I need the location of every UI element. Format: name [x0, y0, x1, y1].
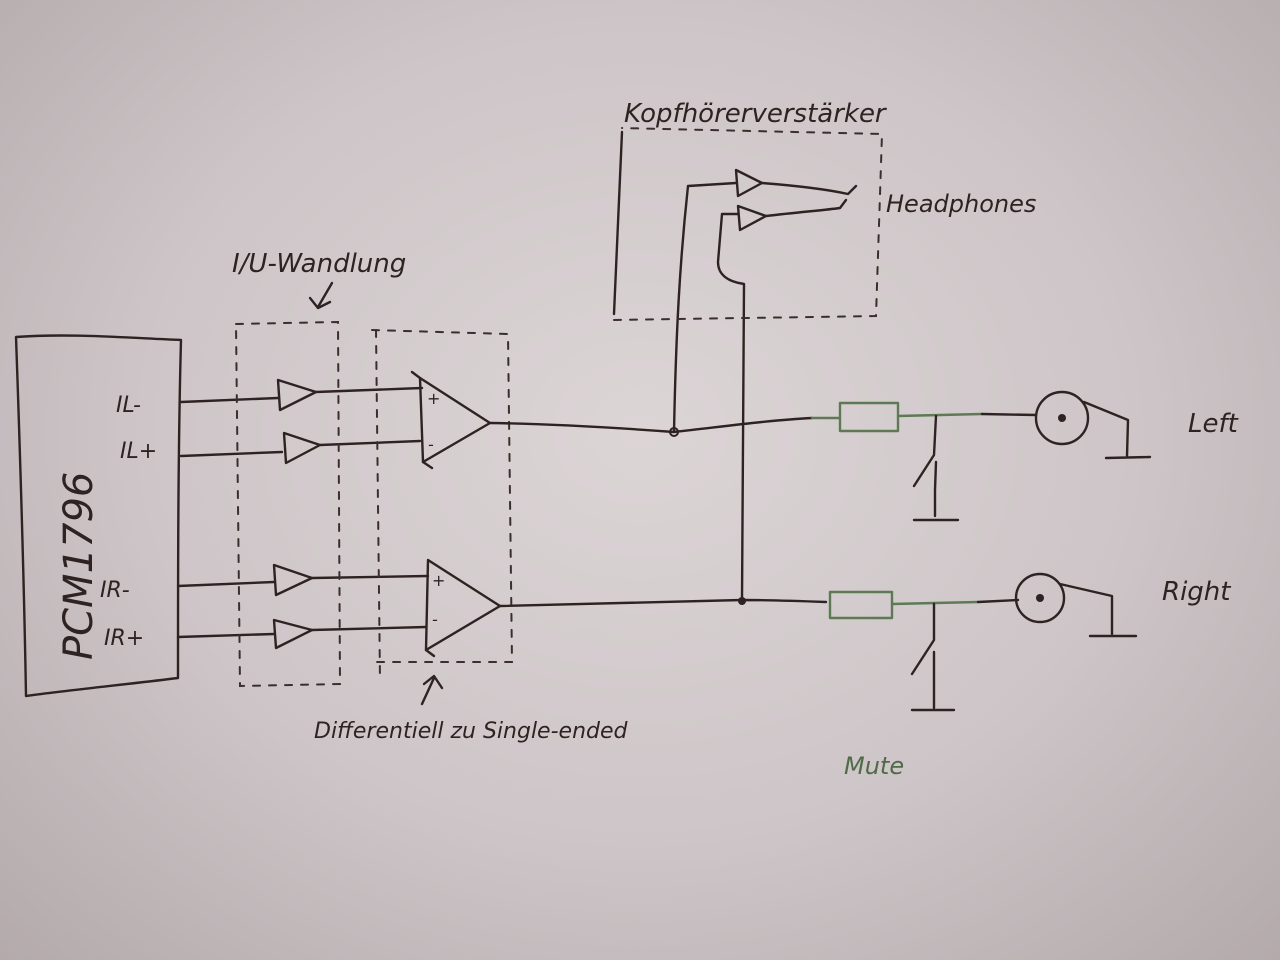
- output-right-label: Right: [1162, 577, 1231, 607]
- wire-buf-to-diff-r-plus: [310, 574, 430, 580]
- hp-amp-right: [736, 204, 768, 232]
- hp-out-left: [760, 181, 858, 196]
- wire-right-main: [498, 598, 828, 608]
- wire-left-green-out: [896, 412, 984, 418]
- jack-right-outer: [1014, 572, 1066, 624]
- resistor-right: [828, 590, 894, 620]
- chip-body: [14, 334, 183, 698]
- pin-label-il-minus: IL-: [116, 393, 141, 418]
- jack-left-inner: [1058, 414, 1066, 422]
- wire-buf-to-diff-l-minus: [318, 439, 422, 447]
- wire-il-plus: [179, 450, 284, 458]
- headphone-amp-label: Kopfhörerverstärker: [624, 99, 888, 129]
- mute-switch-left: [912, 414, 960, 522]
- hp-amp-left: [734, 168, 764, 198]
- pin-label-ir-plus: IR+: [104, 626, 144, 651]
- jack-left-outer: [1034, 390, 1090, 446]
- iu-buffer-il-minus: [276, 378, 318, 412]
- wire-ir-plus: [176, 632, 276, 639]
- diff-amp-left-plus: +: [427, 389, 440, 408]
- wire-right-to-jack: [976, 598, 1020, 604]
- iu-buffer-ir-minus: [272, 563, 314, 597]
- diff-amp-left-tail: [410, 370, 434, 470]
- jack-left-ground: [1082, 400, 1152, 460]
- jack-right-inner: [1036, 594, 1044, 602]
- tap-right-to-hp: [716, 212, 746, 603]
- hp-out-right: [764, 198, 848, 218]
- iu-stage-box-inner: [375, 329, 381, 681]
- headphone-amp-box-dashed: [613, 127, 884, 321]
- wire-buf-to-diff-r-minus: [310, 625, 428, 632]
- iu-conversion-arrow: [308, 281, 334, 310]
- diff-amp-left-minus: -: [428, 435, 434, 454]
- diff-amp-right-minus: -: [432, 610, 438, 629]
- pin-label-il-plus: IL+: [120, 439, 157, 464]
- iu-conversion-label: I/U-Wandlung: [232, 249, 406, 279]
- output-left-label: Left: [1188, 409, 1239, 439]
- diff-to-se-label: Differentiell zu Single-ended: [314, 719, 629, 744]
- resistor-left: [838, 401, 900, 433]
- wire-left-to-jack: [980, 412, 1038, 417]
- iu-buffer-il-plus: [282, 431, 322, 465]
- mute-switch-right: [910, 602, 956, 712]
- iu-buffer-ir-plus: [272, 618, 314, 650]
- headphones-label: Headphones: [886, 190, 1036, 218]
- iu-stage-box: [234, 320, 342, 688]
- jack-right-ground: [1058, 582, 1138, 638]
- diff-to-se-arrow: [420, 674, 444, 706]
- diff-stage-box: [371, 329, 514, 663]
- wire-right-green-out: [890, 600, 980, 606]
- wire-il-minus: [179, 396, 280, 404]
- pin-label-ir-minus: IR-: [100, 578, 130, 603]
- wire-buf-to-diff-l-plus: [314, 386, 424, 394]
- tap-left-to-hp: [672, 181, 738, 434]
- mute-label: Mute: [844, 752, 904, 780]
- diff-amp-right-plus: +: [432, 571, 445, 590]
- headphone-amp-box: [612, 130, 624, 316]
- wire-ir-minus: [176, 580, 276, 588]
- diff-amp-right-tail: [424, 648, 436, 658]
- diff-amp-left: [418, 376, 492, 464]
- diff-amp-right: [424, 558, 502, 652]
- wire-left-main: [488, 416, 814, 434]
- chip-label: PCM1796: [56, 472, 102, 660]
